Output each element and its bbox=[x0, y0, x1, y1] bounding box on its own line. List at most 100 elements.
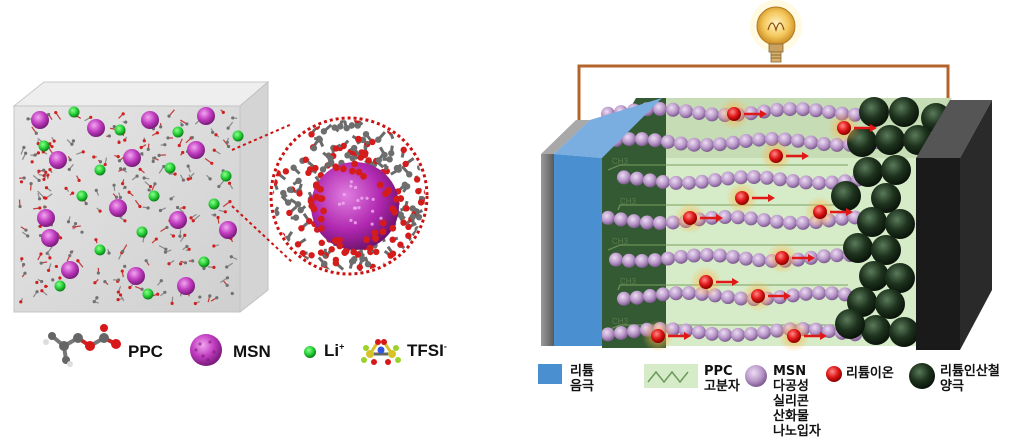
lfp-particle bbox=[881, 155, 911, 185]
li-ion bbox=[769, 149, 783, 163]
ppc-label-line2: 고분자 bbox=[704, 379, 740, 394]
msn-bead bbox=[669, 175, 683, 190]
electrolyte-structure-panel bbox=[12, 80, 429, 367]
msn-bead bbox=[695, 174, 709, 189]
msn-bead bbox=[614, 212, 628, 227]
msn-bead bbox=[661, 134, 675, 149]
li-particle bbox=[142, 288, 154, 300]
msn-purple-legend-icon bbox=[745, 365, 767, 387]
msn-bead bbox=[679, 104, 693, 119]
msn-particle bbox=[109, 199, 127, 217]
msn-particle bbox=[31, 111, 49, 129]
anode-label-line1: 리튬 bbox=[570, 364, 594, 379]
li-particle bbox=[148, 190, 160, 202]
lfp-particle bbox=[885, 263, 915, 293]
msn-particle bbox=[187, 141, 205, 159]
li-particle bbox=[68, 106, 80, 118]
arrow-right-head bbox=[784, 292, 791, 300]
ch3-label: CH3 bbox=[612, 157, 629, 166]
msn-bead bbox=[770, 102, 784, 117]
arrow-right-head bbox=[760, 110, 767, 118]
msn-bead bbox=[721, 290, 735, 305]
msn-bead bbox=[674, 136, 688, 151]
lfp-particle bbox=[859, 261, 889, 291]
msn-nanoparticle-legend-label: MSN 다공성 실리콘 산화물 나노입자 bbox=[773, 364, 821, 439]
arrow-right-head bbox=[768, 194, 775, 202]
msn-bead bbox=[825, 286, 839, 301]
msn-bead bbox=[770, 214, 784, 229]
lfp-particle bbox=[875, 125, 905, 155]
msn-bead bbox=[692, 106, 706, 121]
lithium-anode bbox=[541, 98, 662, 346]
msn-bead bbox=[687, 137, 701, 152]
msn-bead bbox=[744, 211, 758, 226]
li-ion bbox=[699, 275, 713, 289]
zoom-border bbox=[269, 116, 429, 276]
msn-bead bbox=[752, 132, 766, 147]
arrow-right-head bbox=[846, 208, 853, 216]
li-particle bbox=[172, 126, 184, 138]
lithium-ions bbox=[642, 98, 877, 352]
msn-bead bbox=[718, 210, 732, 225]
msn-bead bbox=[682, 175, 696, 190]
ppc-legend-icon bbox=[644, 364, 698, 388]
lfp-particle bbox=[843, 233, 873, 263]
li-ion bbox=[683, 211, 697, 225]
msn-bead bbox=[705, 107, 719, 122]
msn-particle bbox=[49, 151, 67, 169]
msn-bead bbox=[822, 104, 836, 119]
external-wire bbox=[577, 64, 950, 124]
li-particle bbox=[232, 130, 244, 142]
cathode-current-collector bbox=[916, 100, 992, 350]
lfp-particle bbox=[857, 207, 887, 237]
msn-legend-label: MSN bbox=[233, 342, 271, 361]
msn-bead bbox=[674, 249, 688, 264]
li-ion bbox=[727, 107, 741, 121]
msn-bead bbox=[705, 326, 719, 341]
msn-bead bbox=[726, 249, 740, 264]
msn-bead bbox=[692, 325, 706, 340]
msn-bead bbox=[630, 171, 644, 186]
msn-bead bbox=[809, 103, 823, 118]
anode-legend-icon bbox=[538, 364, 562, 384]
msn-particle bbox=[37, 209, 55, 227]
msn-bead bbox=[601, 210, 615, 225]
li-ion bbox=[813, 205, 827, 219]
msn-bead bbox=[822, 324, 836, 339]
msn-particle bbox=[123, 149, 141, 167]
msn-bead bbox=[713, 248, 727, 263]
msn-particle bbox=[177, 277, 195, 295]
msn-bead bbox=[757, 104, 771, 119]
msn-particle bbox=[219, 221, 237, 239]
msn-bead bbox=[617, 170, 631, 185]
lfp-particle bbox=[875, 289, 905, 319]
electrolyte-cube bbox=[12, 80, 270, 314]
msn-bead bbox=[643, 173, 657, 188]
msn-bead bbox=[653, 215, 667, 230]
lfp-particle bbox=[853, 157, 883, 187]
msn-label-line5: 나노입자 bbox=[773, 424, 821, 439]
msn-label-line2: 다공성 bbox=[773, 379, 809, 394]
tfsi-legend-label: TFSI- bbox=[407, 341, 447, 361]
msn-bead bbox=[700, 248, 714, 263]
msn-bead bbox=[796, 102, 810, 117]
msn-particle bbox=[141, 111, 159, 129]
msn-particle bbox=[61, 261, 79, 279]
li-particle bbox=[76, 190, 88, 202]
msn-particle-large bbox=[311, 162, 399, 250]
ppc-legend-label: PPC bbox=[128, 342, 163, 361]
msn-bead bbox=[760, 170, 774, 185]
msn-bead bbox=[656, 174, 670, 189]
msn-bead bbox=[614, 325, 628, 340]
ppc-label-line1: PPC bbox=[704, 364, 733, 379]
li-ion bbox=[735, 191, 749, 205]
msn-particle bbox=[169, 211, 187, 229]
arrow-right-head bbox=[732, 278, 739, 286]
msn-bead bbox=[791, 133, 805, 148]
tfsi-molecule-icon bbox=[361, 339, 401, 365]
ch3-label: CH3 bbox=[612, 317, 629, 326]
li-ion-legend-icon bbox=[826, 366, 842, 382]
msn-particle bbox=[41, 229, 59, 247]
